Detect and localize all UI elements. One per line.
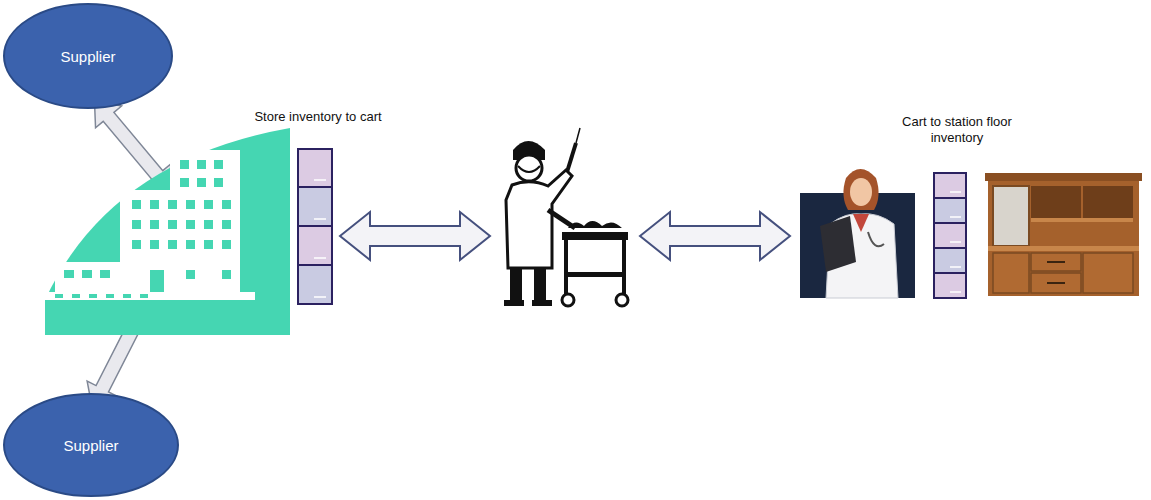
inventory-bins: [298, 149, 332, 304]
inventory-bins: [934, 173, 966, 298]
cabinet: [985, 173, 1142, 296]
doctor-figure: [800, 169, 915, 298]
double-arrow: [340, 212, 490, 260]
hospital-icon: [40, 128, 290, 335]
supplier-ellipse: Supplier: [2, 392, 180, 498]
caption-label: Cart to station floor inventory: [892, 114, 1022, 146]
caption-label: Store inventory to cart: [243, 109, 393, 125]
supplier-label: Supplier: [53, 433, 128, 458]
double-arrow: [640, 212, 790, 260]
supplier-label: Supplier: [50, 44, 125, 69]
bin-tabs: [950, 192, 961, 292]
supplier-ellipse: Supplier: [2, 2, 174, 110]
worker-with-cart: [504, 128, 628, 306]
bin-tabs: [314, 180, 326, 297]
